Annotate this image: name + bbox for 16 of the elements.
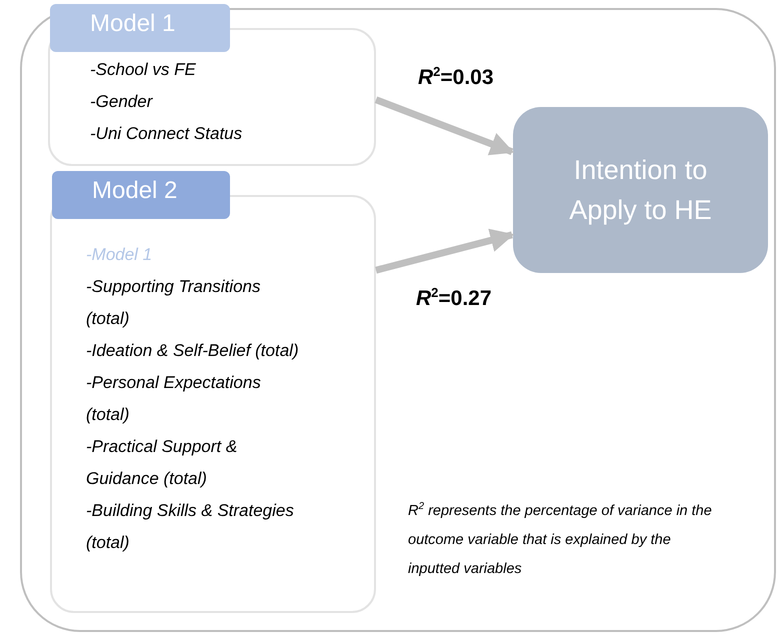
model-heading-tab: Model 1	[50, 4, 230, 52]
predictor-text: -Model 1	[86, 244, 154, 266]
arrow	[375, 228, 514, 274]
arrow	[374, 96, 514, 156]
outcome-text: Intention to Apply to HE	[568, 154, 713, 227]
predictor-text: -Uni Connect Status	[90, 123, 244, 145]
predictor-text: -Ideation & Self-Belief (total)	[86, 340, 300, 362]
model-heading-tab: Model 2	[52, 171, 230, 219]
outcome-box	[513, 107, 768, 273]
predictor-text: -Building Skills & Strategies (total)	[86, 500, 295, 554]
predictor-text: -Personal Expectations (total)	[86, 372, 262, 426]
predictor-text: -Supporting Transitions (total)	[86, 276, 262, 330]
predictor-text: -Gender	[90, 91, 154, 113]
note-text: R$^{2}$ represents the percentage of variance in the outcome variable that is explained by the inputted variables	[408, 500, 713, 579]
predictor-text: -School vs FE	[90, 59, 197, 81]
predictor-text: -Practical Support & Guidance (total)	[86, 436, 238, 490]
